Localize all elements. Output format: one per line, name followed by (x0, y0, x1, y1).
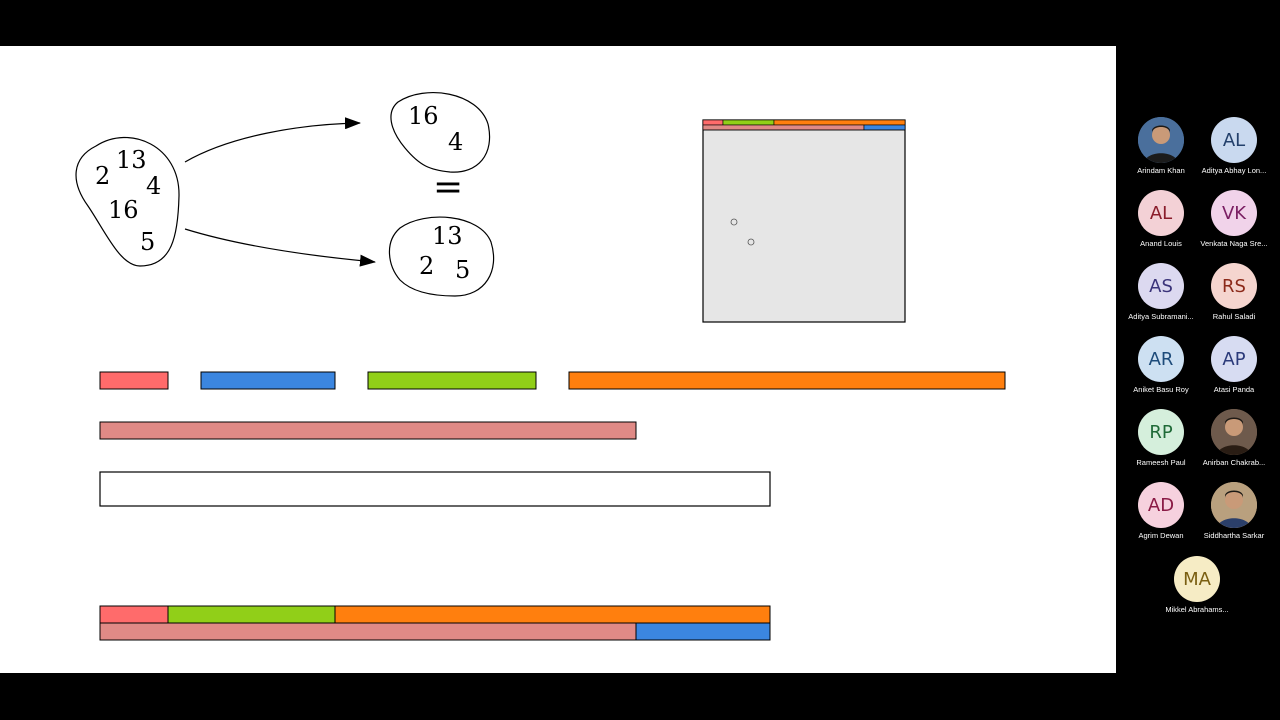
arrow-to-bottom-set (184, 228, 376, 267)
set-left-element: 5 (140, 228, 155, 256)
participant-tile[interactable]: RS Rahul Saladi (1197, 263, 1271, 333)
participant-tile[interactable]: AL Anand Louis (1124, 190, 1198, 260)
person-photo-icon (1211, 482, 1257, 528)
bar-blue (200, 371, 336, 390)
participant-photo (1138, 117, 1184, 163)
packed-orange (334, 605, 771, 624)
set-left-element: 16 (108, 196, 139, 224)
participant-name: Mikkel Abrahams... (1165, 605, 1229, 614)
participant-tile[interactable]: VK Venkata Naga Sre... (1197, 190, 1271, 260)
participant-initials: AD (1147, 494, 1175, 516)
pointer-mark (747, 238, 755, 246)
set-blob-bottom (388, 216, 495, 297)
participant-name: Agrim Dewan (1138, 531, 1184, 540)
participant-avatar: AS (1138, 263, 1184, 309)
participant-avatar: AD (1138, 482, 1184, 528)
participant-initials: RP (1149, 421, 1173, 443)
set-left-element: 4 (146, 172, 161, 200)
participant-tile[interactable]: Siddhartha Sarkar (1197, 482, 1271, 552)
packed-blue (635, 622, 771, 641)
box-strip-green (722, 119, 775, 126)
participant-initials: VK (1221, 202, 1247, 224)
participant-initials: AS (1149, 275, 1173, 297)
participant-avatar: RS (1211, 263, 1257, 309)
box-strip-orange (773, 119, 906, 126)
arrow-to-top-set (184, 117, 361, 163)
participant-avatar: VK (1211, 190, 1257, 236)
participant-initials: AL (1149, 202, 1173, 224)
person-photo-icon (1211, 409, 1257, 455)
participant-initials: AL (1222, 129, 1246, 151)
participant-photo (1211, 482, 1257, 528)
participant-tile[interactable]: AD Agrim Dewan (1124, 482, 1198, 552)
participant-tile[interactable]: Arindam Khan (1124, 117, 1198, 187)
participant-avatar: AP (1211, 336, 1257, 382)
participant-tile[interactable]: AL Aditya Abhay Lon... (1197, 117, 1271, 187)
slide-canvas: 2 13 4 16 5 16 4 = 13 2 5 (75, 91, 1006, 641)
participant-avatar: AR (1138, 336, 1184, 382)
participant-name: Rameesh Paul (1136, 458, 1186, 467)
participant-initials: AR (1148, 348, 1174, 370)
participant-avatar: AL (1211, 117, 1257, 163)
set-top-element: 16 (408, 102, 439, 130)
participant-name: Anirban Chakrab... (1202, 458, 1266, 467)
participant-tile[interactable]: AP Atasi Panda (1197, 336, 1271, 406)
participant-avatar: RP (1138, 409, 1184, 455)
participant-name: Anand Louis (1140, 239, 1182, 248)
bar-red (99, 371, 169, 390)
participant-name: Aditya Abhay Lon... (1201, 166, 1267, 175)
bar-green (367, 371, 537, 390)
participant-name: Aditya Subramani... (1128, 312, 1194, 321)
participant-photo (1211, 409, 1257, 455)
box-strip-red (702, 119, 724, 126)
set-bottom-element: 13 (432, 222, 463, 250)
participant-tile[interactable]: AR Aniket Basu Roy (1124, 336, 1198, 406)
set-left-element: 2 (95, 162, 110, 190)
bar-orange (568, 371, 1006, 390)
participant-tile[interactable]: AS Aditya Subramani... (1124, 263, 1198, 333)
set-blob-top (390, 91, 491, 173)
participant-name: Venkata Naga Sre... (1200, 239, 1268, 248)
packing-box (702, 119, 906, 323)
packed-red (99, 605, 169, 624)
participant-name: Atasi Panda (1213, 385, 1255, 394)
participant-initials: MA (1183, 568, 1211, 590)
participant-avatar: AL (1138, 190, 1184, 236)
participant-tile[interactable]: MA Mikkel Abrahams... (1160, 556, 1234, 626)
person-photo-icon (1138, 117, 1184, 163)
set-blob-left (75, 137, 180, 267)
box-strip-blue (863, 124, 906, 131)
participant-name: Aniket Basu Roy (1133, 385, 1189, 394)
participant-initials: AP (1222, 348, 1246, 370)
set-top-element: 4 (448, 128, 463, 156)
packed-green (167, 605, 336, 624)
participant-name: Rahul Saladi (1212, 312, 1256, 321)
participant-name: Siddhartha Sarkar (1203, 531, 1265, 540)
packed-pink (99, 622, 637, 641)
box-strip-pink (702, 124, 865, 131)
participant-initials: RS (1222, 275, 1246, 297)
set-bottom-element: 2 (419, 252, 434, 280)
set-bottom-element: 5 (455, 256, 470, 284)
participant-tile[interactable]: Anirban Chakrab... (1197, 409, 1271, 479)
set-left-element: 13 (116, 146, 147, 174)
bin-empty (99, 471, 771, 507)
bar-pink (99, 421, 637, 440)
pointer-mark (730, 218, 738, 226)
participant-tile[interactable]: RP Rameesh Paul (1124, 409, 1198, 479)
presentation-slide: 2 13 4 16 5 16 4 = 13 2 5 (0, 46, 1116, 673)
participant-avatar: MA (1174, 556, 1220, 602)
participant-name: Arindam Khan (1137, 166, 1185, 175)
equals-sign: = (433, 167, 463, 208)
